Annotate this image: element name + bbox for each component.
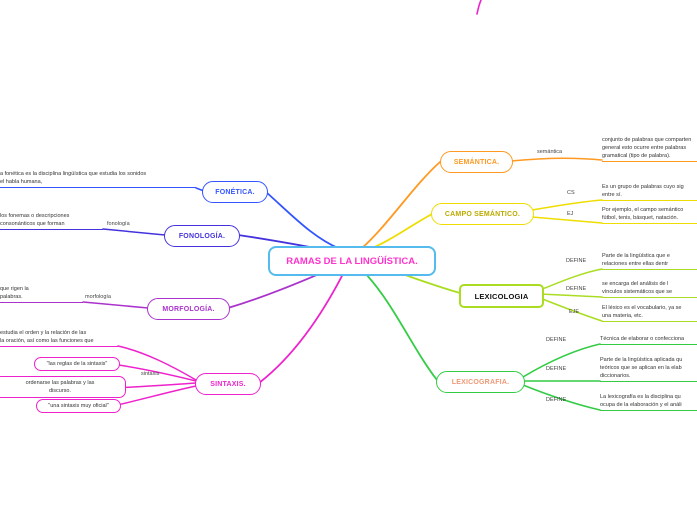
- text-line: ocupa de la elaboración y el análi: [600, 402, 682, 408]
- node-lexicografia[interactable]: LEXICOGRAFIA.: [436, 371, 525, 393]
- relationship-label-define-5[interactable]: DEFINE: [546, 397, 567, 403]
- lexicografia-child-2[interactable]: Parte de la lingüística aplicada qu teór…: [600, 356, 697, 382]
- link-semantica: [361, 161, 441, 249]
- text-line: el habla humana,: [0, 179, 43, 185]
- text-line: La lexicografía es la disciplina qu: [600, 394, 681, 400]
- node-semantica[interactable]: SEMÁNTICA.: [440, 151, 513, 173]
- morfologia-description[interactable]: que rigen la palabras.: [0, 285, 83, 303]
- text-line: teóricos que se aplican en la elab: [600, 365, 682, 371]
- link-sintaxis: [258, 271, 345, 384]
- link-lexicologia-child3: [539, 297, 603, 322]
- text-line: a fonética es la disciplina lingüística …: [0, 171, 147, 177]
- relationship-label-eje[interactable]: EJE: [569, 309, 580, 315]
- sintaxis-child-2[interactable]: ordenarse las palabras y las discurso.: [0, 376, 126, 398]
- lexicologia-child-2[interactable]: se encarga del análisis de l vínculos si…: [602, 280, 697, 298]
- text-line: Parte de la lingüística aplicada qu: [600, 357, 683, 363]
- sintaxis-child-1[interactable]: "las reglas de la sintaxis": [34, 357, 120, 371]
- campo-semantico-child-1[interactable]: Es un grupo de palabras cuyo sig entre s…: [602, 183, 697, 201]
- link-sintaxis-child1: [111, 363, 197, 382]
- text-line: conjunto de palabras que comparten: [602, 137, 692, 143]
- text-line: "las reglas de la sintaxis": [46, 361, 108, 367]
- connector-stub-top: [476, 0, 482, 15]
- node-morfologia[interactable]: MORFOLOGÍA.: [147, 298, 230, 320]
- text-line: Parte de la lingüística que e: [602, 253, 670, 259]
- text-line: Es un grupo de palabras cuyo sig: [602, 184, 684, 190]
- relationship-label-sintaxis[interactable]: sintaxis: [141, 371, 160, 377]
- lexicologia-child-3[interactable]: El léxico es el vocabulario, ya se una m…: [602, 304, 697, 322]
- text-line: que rigen la: [0, 286, 29, 292]
- text-line: ordenarse las palabras y las: [25, 380, 95, 386]
- relationship-label-define-3[interactable]: DEFINE: [546, 337, 567, 343]
- relationship-label-cs[interactable]: CS: [567, 190, 575, 196]
- link-campo-cs: [531, 199, 603, 211]
- relationship-label-ej[interactable]: EJ: [567, 211, 574, 217]
- node-sintaxis[interactable]: SINTAXIS.: [195, 373, 261, 395]
- text-line: entre sí.: [602, 192, 622, 198]
- text-line: consonánticos que forman: [0, 221, 65, 227]
- relationship-label-morfologia[interactable]: morfología: [85, 294, 111, 300]
- text-line: estudia el orden y la relación de las: [0, 330, 87, 336]
- text-line: los fonemas o descripciones: [0, 213, 70, 219]
- lexicografia-child-3[interactable]: La lexicografía es la disciplina qu ocup…: [600, 393, 697, 411]
- text-line: Por ejemplo, el campo semántico: [602, 207, 684, 213]
- lexicologia-child-1[interactable]: Parte de la lingüística que e relaciones…: [602, 252, 697, 270]
- link-morfologia-desc: [82, 301, 149, 309]
- node-central-topic[interactable]: RAMAS DE LA LINGÜÍSTICA.: [268, 246, 436, 276]
- link-sintaxis-desc: [117, 345, 197, 381]
- text-line: "una sintaxis muy oficial": [48, 403, 109, 409]
- link-fonetica: [265, 191, 341, 250]
- text-line: vínculos sistemáticos que se: [602, 289, 673, 295]
- text-line: general esto ocurre entre palabras: [602, 145, 687, 151]
- text-line: la oración, así como las funciones que: [0, 338, 94, 344]
- link-lexicografia-child3: [522, 384, 601, 411]
- text-line: El léxico es el vocabulario, ya se: [602, 305, 682, 311]
- fonologia-description[interactable]: los fonemas o descripciones consonántico…: [0, 212, 103, 230]
- link-lexicografia-child1: [522, 343, 601, 378]
- text-line: una materia, etc.: [602, 313, 643, 319]
- relationship-label-define-2[interactable]: DEFINE: [566, 286, 587, 292]
- relationship-label-semantica[interactable]: semántica: [537, 149, 563, 155]
- text-line: palabras.: [0, 294, 23, 300]
- lexicografia-child-1[interactable]: Técnica de elaborar o confecciona: [600, 335, 697, 345]
- link-campo-ej: [531, 216, 603, 224]
- sintaxis-description[interactable]: estudia el orden y la relación de las la…: [0, 329, 118, 347]
- node-campo-semantico[interactable]: CAMPO SEMÁNTICO.: [431, 203, 534, 225]
- node-fonetica[interactable]: FONÉTICA.: [202, 181, 268, 203]
- link-sintaxis-child2: [117, 382, 197, 389]
- campo-semantico-child-2[interactable]: Por ejemplo, el campo semántico fútbol, …: [602, 206, 697, 224]
- fonetica-description[interactable]: a fonética es la disciplina lingüística …: [0, 170, 196, 188]
- text-line: fútbol, tenis, básquet, natación.: [602, 215, 679, 221]
- semantica-description[interactable]: conjunto de palabras que comparten gener…: [602, 136, 697, 162]
- link-semantica-desc: [510, 157, 603, 162]
- text-line: relaciones entre ellas dentr: [602, 261, 669, 267]
- node-fonologia[interactable]: FONOLOGÍA.: [164, 225, 240, 247]
- link-lexicografia: [361, 269, 438, 381]
- text-line: se encarga del análisis de l: [602, 281, 669, 287]
- link-fonologia-desc: [102, 228, 166, 236]
- relationship-label-define-4[interactable]: DEFINE: [546, 366, 567, 372]
- link-sintaxis-child3: [112, 385, 197, 407]
- text-line: gramatical (tipo de palabra).: [602, 153, 671, 159]
- node-lexicologia[interactable]: LEXICOLOGIA: [459, 284, 544, 308]
- link-lexicologia-child1: [539, 268, 603, 291]
- sintaxis-child-3[interactable]: "una sintaxis muy oficial": [36, 399, 121, 413]
- text-line: diccionarios.: [600, 373, 631, 379]
- text-line: Técnica de elaborar o confecciona: [600, 336, 685, 342]
- link-lexicologia-child2: [539, 293, 603, 298]
- relationship-label-define-1[interactable]: DEFINE: [566, 258, 587, 264]
- relationship-label-fonologia[interactable]: fonología: [107, 221, 130, 227]
- text-line: discurso.: [48, 388, 71, 394]
